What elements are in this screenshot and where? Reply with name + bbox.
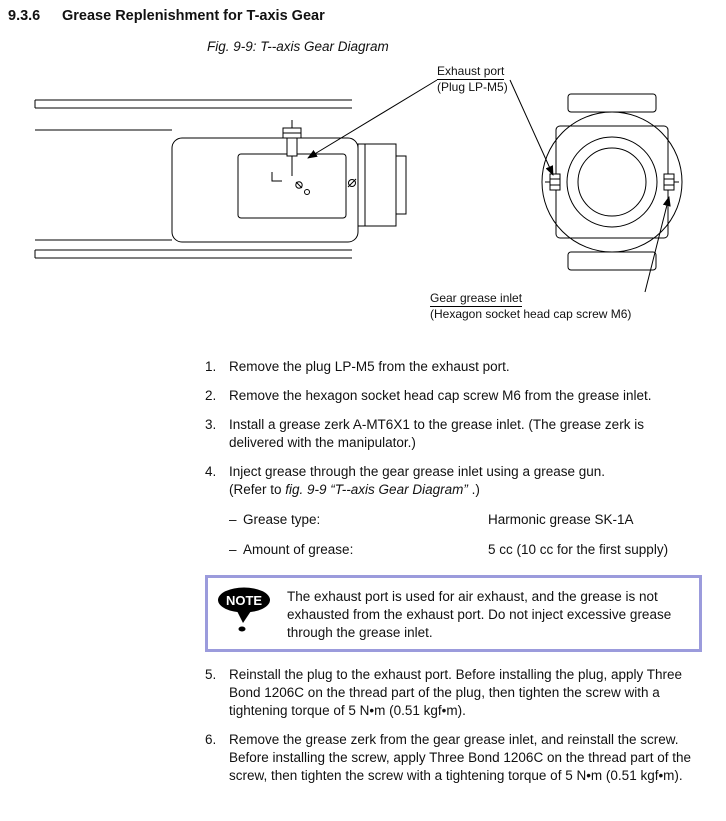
grease-inlet-label-title: Gear grease inlet [430, 291, 523, 307]
step-item-4: 4. Inject grease through the gear grease… [205, 463, 702, 559]
grease-inlet-label-sub: (Hexagon socket head cap screw M6) [430, 307, 632, 321]
step-text: Remove the hexagon socket head cap screw… [229, 388, 652, 403]
step-number: 3. [205, 417, 217, 432]
spec-label: Amount of grease: [243, 542, 354, 557]
exhaust-plug-detail [271, 120, 310, 195]
reference-figure: fig. 9-9 “T--axis Gear Diagram” [285, 482, 468, 497]
procedure-steps: 1. Remove the plug LP-M5 from the exhaus… [0, 354, 726, 785]
side-view-assembly [34, 99, 407, 259]
step-item-6: 6. Remove the grease zerk from the gear … [205, 731, 702, 785]
note-box: NOTE The exhaust port is used for air ex… [205, 575, 702, 652]
step-text: Remove the plug LP-M5 from the exhaust p… [229, 359, 510, 374]
exhaust-port-label: Exhaust port (Plug LP-M5) [437, 64, 508, 94]
spec-value: 5 cc (10 cc for the first supply) [488, 542, 669, 557]
grease-inlet-label: Gear grease inlet (Hexagon socket head c… [430, 291, 631, 321]
step-number: 1. [205, 359, 217, 374]
step-reference: (Refer to fig. 9-9 “T--axis Gear Diagram… [229, 481, 702, 499]
step-text-line: Inject grease through the gear grease in… [229, 464, 606, 479]
right-screw-detail [663, 173, 679, 191]
gear-diagram-drawing [34, 79, 683, 293]
step-item-1: 1. Remove the plug LP-M5 from the exhaus… [205, 358, 702, 376]
leader-line-exhaust-left [307, 79, 438, 159]
dash: – [229, 542, 237, 557]
note-text: The exhaust port is used for air exhaust… [287, 589, 672, 640]
exhaust-port-label-title: Exhaust port [437, 64, 505, 80]
leader-line-exhaust-right [509, 79, 554, 176]
section-number: 9.3.6 [8, 8, 41, 24]
spec-row-grease-type: – Grease type: Harmonic grease SK-1A [229, 511, 702, 529]
t-axis-gear-diagram: Exhaust port (Plug LP-M5) Gear grease in… [0, 54, 726, 354]
leader-line-grease-inlet [644, 196, 671, 293]
step-text: Reinstall the plug to the exhaust port. … [229, 667, 683, 718]
step-number: 6. [205, 732, 217, 747]
step-text: Inject grease through the gear grease in… [229, 463, 702, 559]
note-icon: NOTE [218, 587, 270, 632]
spec-row-grease-amount: – Amount of grease: 5 cc (10 cc for the … [229, 541, 702, 559]
section-header: 9.3.6 Grease Replenishment for T-axis Ge… [0, 0, 726, 24]
step-number: 4. [205, 464, 217, 479]
spec-value: Harmonic grease SK-1A [488, 512, 634, 527]
step-number: 5. [205, 667, 217, 682]
step-item-2: 2. Remove the hexagon socket head cap sc… [205, 387, 702, 405]
dash: – [229, 512, 237, 527]
step-text: Remove the grease zerk from the gear gre… [229, 732, 692, 783]
exhaust-port-label-sub: (Plug LP-M5) [437, 80, 508, 94]
diameter-symbol [347, 178, 357, 188]
step-item-5: 5. Reinstall the plug to the exhaust por… [205, 666, 702, 720]
leader-lines [307, 79, 671, 293]
step-number: 2. [205, 388, 217, 403]
end-view-flange [541, 93, 683, 271]
section-title: Grease Replenishment for T-axis Gear [62, 8, 325, 24]
reference-suffix: .) [467, 482, 480, 497]
reference-prefix: (Refer to [229, 482, 286, 497]
figure-caption: Fig. 9-9: T--axis Gear Diagram [207, 39, 389, 54]
step-item-3: 3. Install a grease zerk A-MT6X1 to the … [205, 416, 702, 452]
note-badge-text: NOTE [226, 593, 262, 608]
step-text: Install a grease zerk A-MT6X1 to the gre… [229, 417, 644, 450]
left-screw-detail [545, 173, 561, 191]
spec-label: Grease type: [243, 512, 321, 527]
